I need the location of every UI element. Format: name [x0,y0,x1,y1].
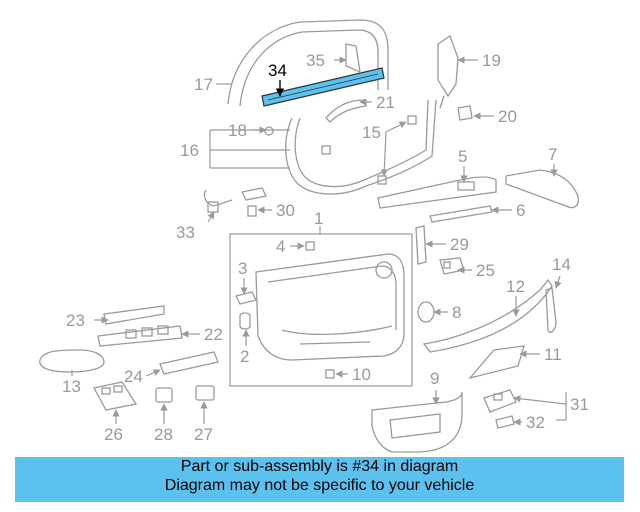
part-21-trim [325,99,367,123]
part-16-door-seal [285,99,437,195]
part-1-door-trim-panel [255,253,405,361]
label-27: 27 [194,425,213,444]
label-6: 6 [516,201,525,220]
label-1: 1 [314,209,323,228]
part-20-clip [457,105,473,121]
part-35-trim [345,43,361,74]
part-2-cap [239,312,251,330]
label-12: 12 [506,277,525,296]
label-32: 32 [526,413,545,432]
part-9-bezel [371,391,463,453]
part-32-bulb [495,415,515,429]
label-30: 30 [276,201,295,220]
label-5: 5 [458,147,467,166]
part-26-window-switch [93,381,138,411]
part-29-bracket [415,225,427,265]
info-banner: Part or sub-assembly is #34 in diagram D… [15,457,624,502]
callout-labels: 34 35 19 17 21 20 18 15 16 5 7 33 30 6 1… [62,51,589,444]
part-24-strip [159,351,219,375]
part-28-switch [155,387,173,403]
label-29: 29 [450,235,469,254]
part-30-switch [241,187,267,217]
part-25-switch [439,257,465,275]
label-16: 16 [180,141,199,160]
part-4-clip [305,241,315,251]
label-22: 22 [204,325,223,344]
parts-diagram: 34 35 19 17 21 20 18 15 16 5 7 33 30 6 1… [39,19,589,453]
label-35: 35 [306,51,325,70]
label-9: 9 [430,369,439,388]
label-20: 20 [498,107,517,126]
label-23: 23 [66,311,85,330]
part-6-strip [429,205,493,223]
part-8-speaker-grille [417,301,435,323]
part-12-trim-strip [422,278,553,353]
label-4: 4 [276,237,285,256]
label-34: 34 [268,61,287,80]
part-3-handle-bezel [235,291,257,305]
part-14-trim [545,287,557,334]
part-23-trim [103,305,165,325]
label-18: 18 [228,121,247,140]
label-7: 7 [548,145,557,164]
label-31: 31 [570,395,589,414]
part-19-mirror-cover [437,35,459,109]
label-15: 15 [362,123,381,142]
part-5-armrest-trim [377,176,497,209]
part-22-switch-panel [97,325,183,347]
label-24: 24 [124,367,143,386]
label-14: 14 [552,255,571,274]
label-26: 26 [104,425,123,444]
part-1-box [229,233,413,387]
label-10: 10 [352,365,371,384]
label-25: 25 [476,261,495,280]
part-13-armrest [39,349,105,373]
label-8: 8 [452,303,461,322]
part-18-plug [264,126,274,136]
leader-lines [71,56,567,426]
label-2: 2 [240,347,249,366]
label-21: 21 [376,93,395,112]
part-10-clip [325,369,335,379]
label-19: 19 [482,51,501,70]
label-33: 33 [176,223,195,242]
part-17-window-frame [227,19,389,107]
label-3: 3 [238,259,247,278]
part-34-sill-strip [261,67,385,107]
label-13: 13 [62,377,81,396]
part-31-switch [483,389,517,413]
label-28: 28 [154,425,173,444]
part-27-switch [195,385,215,401]
banner-line-1: Part or sub-assembly is #34 in diagram [180,458,459,475]
label-17: 17 [194,75,213,94]
part-11-panel [468,345,525,380]
part-33-wiring [203,189,233,213]
label-11: 11 [544,345,562,364]
banner-line-2: Diagram may not be specific to your vehi… [164,477,475,494]
